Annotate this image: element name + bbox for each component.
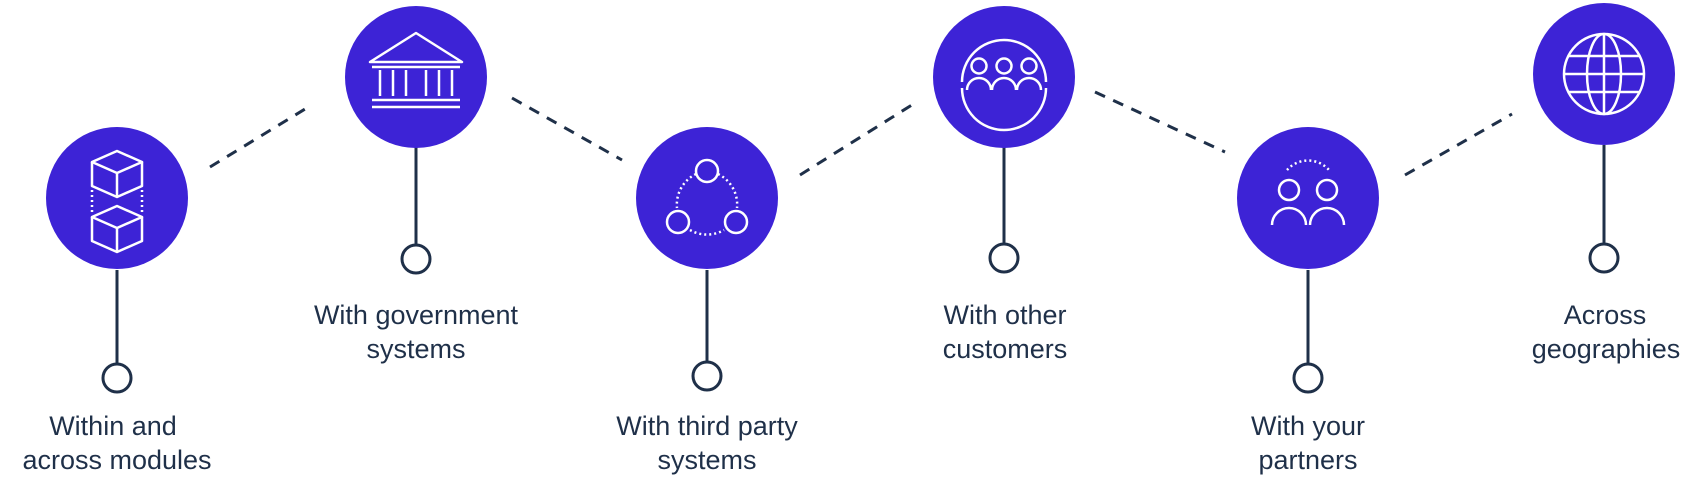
partners-icon: [1270, 159, 1346, 226]
network-nodes-icon: [665, 158, 749, 236]
node-circle: [345, 6, 487, 148]
node-label-line2: customers: [943, 334, 1068, 364]
connector-2: [511, 96, 623, 162]
node-end-marker: [400, 243, 432, 275]
node-label-line1: Across: [1564, 300, 1647, 330]
node-label-line2: geographies: [1532, 334, 1681, 364]
node-partners: With your partners: [1237, 127, 1379, 475]
globe-icon: [1562, 32, 1646, 116]
node-label-line1: With third party: [616, 411, 798, 441]
node-modules: Within and across modules: [22, 127, 212, 475]
government-building-icon: [368, 31, 464, 109]
node-government: With government systems: [314, 6, 519, 364]
connector-5: [1404, 112, 1513, 177]
node-label-line2: across modules: [22, 445, 211, 475]
cubes-icon: [90, 149, 144, 254]
node-label-line2: systems: [366, 334, 465, 364]
node-third-party: With third party systems: [616, 127, 798, 475]
node-label-line2: partners: [1258, 445, 1357, 475]
node-label-line1: Within and: [49, 411, 177, 441]
node-end-marker: [1588, 242, 1620, 274]
connector-1: [209, 104, 311, 169]
node-end-marker: [988, 242, 1020, 274]
node-label-line1: With your: [1251, 411, 1365, 441]
node-end-marker: [691, 360, 723, 392]
node-circle: [1237, 127, 1379, 269]
connector-3: [799, 101, 916, 177]
node-end-marker: [1292, 362, 1324, 394]
node-customers: With other customers: [933, 6, 1075, 364]
node-label-line1: With other: [943, 300, 1066, 330]
node-label-line2: systems: [657, 445, 756, 475]
node-end-marker: [101, 362, 133, 394]
connector-4: [1094, 90, 1226, 154]
community-people-icon: [960, 38, 1048, 132]
node-circle: [636, 127, 778, 269]
node-geographies: Across geographies: [1532, 3, 1681, 364]
node-label-line1: With government: [314, 300, 519, 330]
dashed-connectors: [209, 90, 1513, 177]
